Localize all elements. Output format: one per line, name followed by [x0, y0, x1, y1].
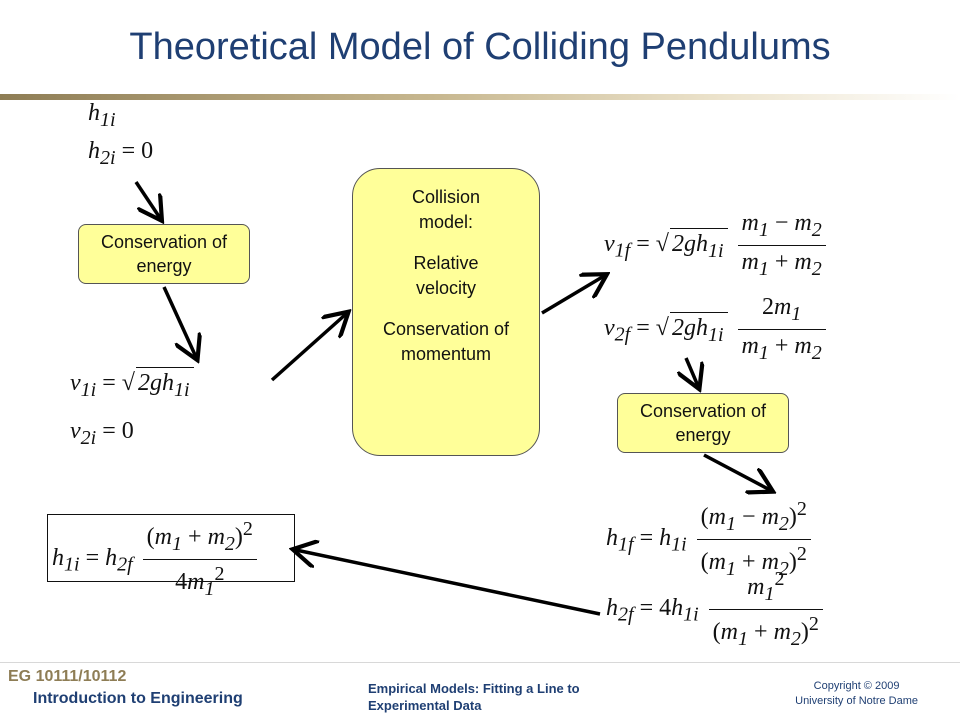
arrow-heights-to-energy — [134, 181, 160, 218]
collision-conservation-momentum: Conservation of momentum — [382, 319, 510, 364]
footer-course-name: Introduction to Engineering — [33, 690, 243, 707]
conservation-energy-box-right: Conservation of energy — [617, 393, 789, 453]
equation-v2i: v2i = 0 — [70, 418, 134, 449]
arrow-energy-to-velocities — [162, 286, 196, 357]
footer-copyright-line1: Copyright © 2009 — [813, 680, 900, 692]
collision-model-box: Collision model: Relative velocity Conse… — [352, 168, 540, 456]
equation-h1f: h1f = h1i (m1 − m2)2(m1 + m2)2 — [606, 498, 815, 581]
footer-topic-line1: Empirical Models: Fitting a Line to — [368, 681, 580, 696]
equation-h2f: h2f = 4h1i m12(m1 + m2)2 — [606, 568, 827, 651]
collision-relative-velocity: Relative velocity — [413, 253, 479, 298]
footer-topic-line2: Experimental Data — [368, 698, 482, 713]
footer-course-number: EG 10111/10112 — [8, 668, 127, 685]
arrow-final-heights-to-result — [296, 550, 601, 616]
footer-copyright: Copyright © 2009 University of Notre Dam… — [795, 679, 918, 709]
collision-model-heading: Collision model: — [411, 187, 481, 232]
title-divider — [0, 94, 960, 100]
conservation-energy-label-left: Conservation of energy — [100, 232, 228, 276]
arrow-final-velocities-to-energy — [686, 357, 698, 386]
arrow-energy-to-final-heights — [703, 453, 770, 490]
equation-h1i: h1i — [88, 100, 116, 131]
arrow-collision-to-final-velocities — [541, 276, 604, 315]
footer-divider — [0, 662, 960, 663]
equation-h2i: h2i = 0 — [88, 138, 154, 169]
footer-topic: Empirical Models: Fitting a Line to Expe… — [368, 680, 580, 714]
arrow-velocities-to-collision — [270, 314, 346, 382]
footer-copyright-line2: University of Notre Dame — [795, 695, 918, 707]
slide-title: Theoretical Model of Colliding Pendulums — [129, 26, 831, 68]
conservation-energy-box-left: Conservation of energy — [78, 224, 250, 284]
equation-v1i: v1i = √2gh1i — [70, 367, 194, 402]
conservation-energy-label-right: Conservation of energy — [639, 401, 767, 445]
